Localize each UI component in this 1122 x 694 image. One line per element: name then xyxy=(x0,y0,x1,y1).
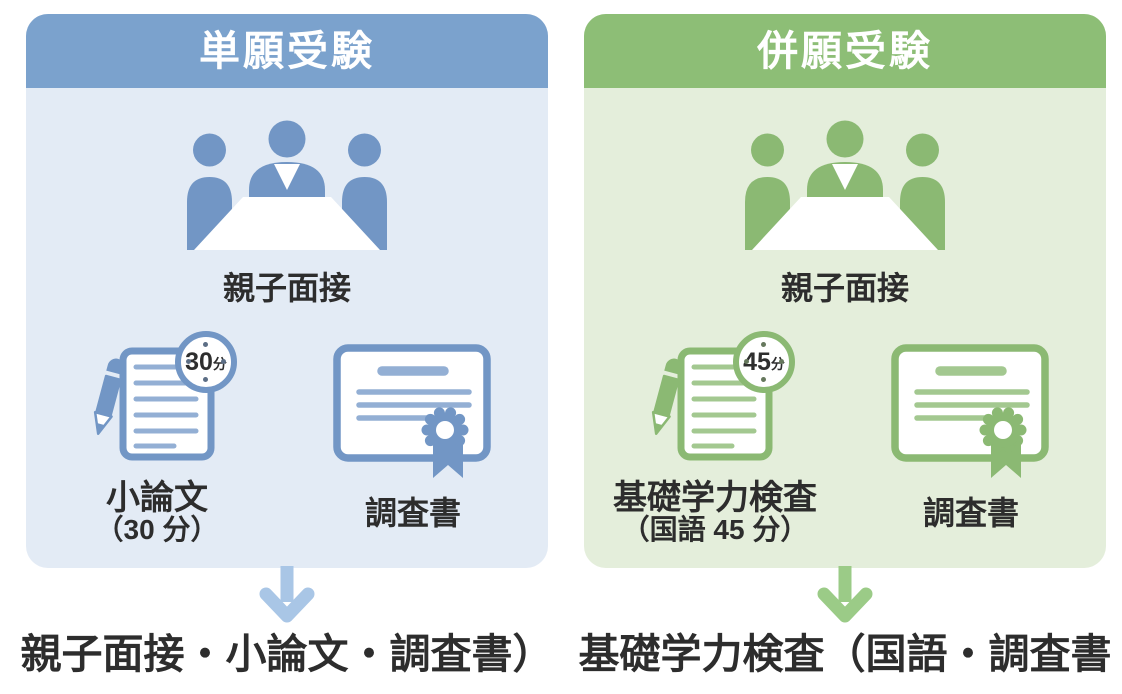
panel-title: 併願受験 xyxy=(757,27,933,74)
exam-name-label: 小論文 xyxy=(106,479,208,517)
interview-people-table-icon xyxy=(187,120,387,250)
panel-single-application: 単願受験 親子面接 xyxy=(26,14,548,568)
result-text: 基礎学力検査（国語・調査書 xyxy=(578,631,1112,677)
clock-tick xyxy=(761,377,766,382)
exam-writing-icon: 30 分 xyxy=(70,331,240,463)
panel-header: 併願受験 xyxy=(584,14,1106,88)
clock-tick xyxy=(203,377,208,382)
rosette-seal xyxy=(979,407,1027,478)
exam-duration-label: （30 分） xyxy=(95,514,219,545)
interview-label: 親子面接 xyxy=(780,270,909,306)
pencil-icon xyxy=(93,358,125,435)
exam-name-label: 基礎学力検査 xyxy=(613,479,817,517)
panel-header: 単願受験 xyxy=(26,14,548,88)
pencil-icon xyxy=(651,358,683,435)
certificate-label: 調査書 xyxy=(364,495,461,531)
clock-tick xyxy=(744,359,749,364)
down-arrow-icon xyxy=(259,566,315,628)
certificate-icon xyxy=(891,344,1051,489)
panel-combined-application: 併願受験 親子面接 xyxy=(584,14,1106,568)
clock-tick xyxy=(221,359,226,364)
result-text: 親子面接・小論文・調査書） xyxy=(20,631,554,677)
combined-application-column: 併願受験 親子面接 xyxy=(579,0,1112,694)
clock-tick xyxy=(761,342,766,347)
clock-tick xyxy=(779,359,784,364)
exam-writing-icon: 45 分 xyxy=(628,331,798,463)
panel-title: 単願受験 xyxy=(199,27,375,74)
interview-people-table-icon xyxy=(745,120,945,250)
down-arrow-icon xyxy=(817,566,873,628)
clock-icon: 30 分 xyxy=(175,331,237,393)
certificate-icon xyxy=(333,344,493,489)
exam-duration-label: （国語 45 分） xyxy=(621,514,809,545)
certificate-label: 調査書 xyxy=(922,495,1019,531)
clock-tick xyxy=(203,342,208,347)
clock-tick xyxy=(186,359,191,364)
interview-label: 親子面接 xyxy=(222,270,351,306)
single-application-column: 単願受験 親子面接 xyxy=(21,0,554,694)
rosette-seal xyxy=(421,407,469,478)
clock-icon: 45 分 xyxy=(733,331,795,393)
